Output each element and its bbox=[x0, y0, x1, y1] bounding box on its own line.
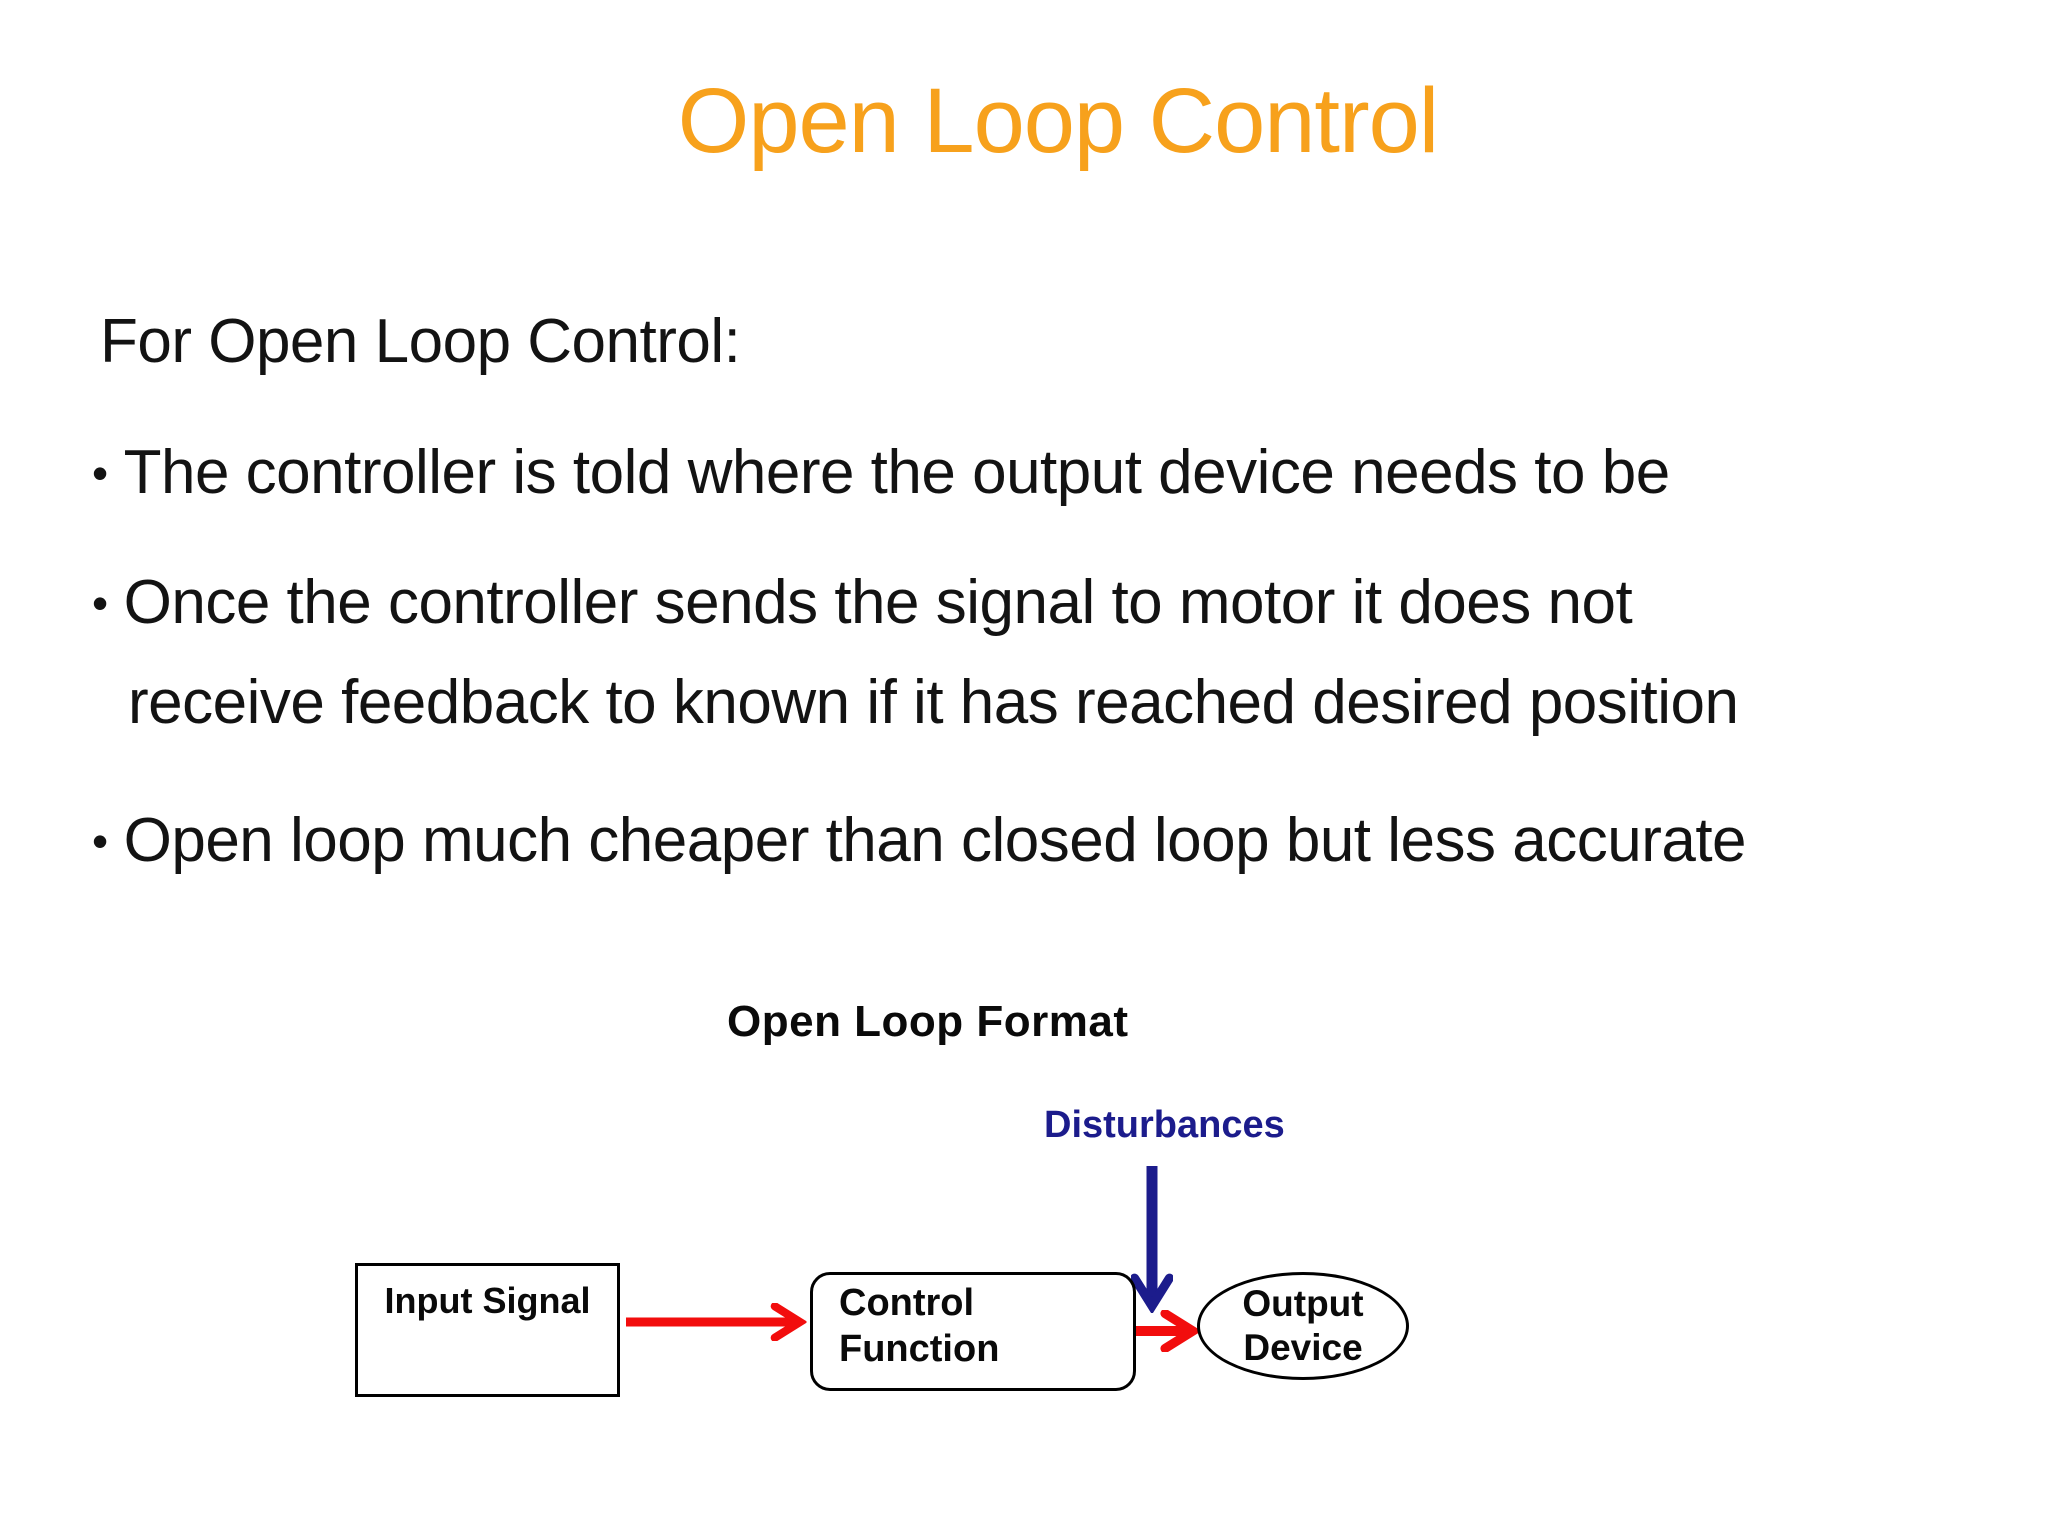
input-signal-label: Input Signal bbox=[384, 1280, 591, 1321]
bullet-marker: • bbox=[92, 577, 108, 629]
page-title: Open Loop Control bbox=[677, 70, 1439, 172]
diagram-title: Open Loop Format bbox=[727, 997, 1129, 1046]
bullet-item-2-continuation: receive feedback to known if it has reac… bbox=[128, 668, 1739, 737]
bullet-text: Once the controller sends the signal to … bbox=[123, 568, 1633, 637]
control-function-label-line2: Function bbox=[839, 1328, 1000, 1370]
bullet-item-2: • Once the controller sends the signal t… bbox=[92, 566, 1633, 640]
output-device-label-line1: Output bbox=[1242, 1283, 1364, 1324]
bullet-marker: • bbox=[92, 815, 108, 867]
intro-text: For Open Loop Control: bbox=[100, 307, 741, 376]
control-function-box: Control Function bbox=[810, 1272, 1136, 1391]
output-device-label-line2: Device bbox=[1243, 1327, 1363, 1368]
bullet-text: The controller is told where the output … bbox=[123, 438, 1671, 507]
bullet-item-1: • The controller is told where the outpu… bbox=[92, 436, 1670, 510]
control-function-label-line1: Control bbox=[839, 1282, 975, 1324]
disturbances-label: Disturbances bbox=[1044, 1104, 1285, 1146]
bullet-marker: • bbox=[92, 447, 108, 499]
bullet-item-3: • Open loop much cheaper than closed loo… bbox=[92, 804, 1747, 878]
input-signal-box: Input Signal bbox=[355, 1263, 620, 1397]
bullet-text: Open loop much cheaper than closed loop … bbox=[123, 806, 1747, 875]
output-device-ellipse: Output Device bbox=[1197, 1272, 1409, 1380]
